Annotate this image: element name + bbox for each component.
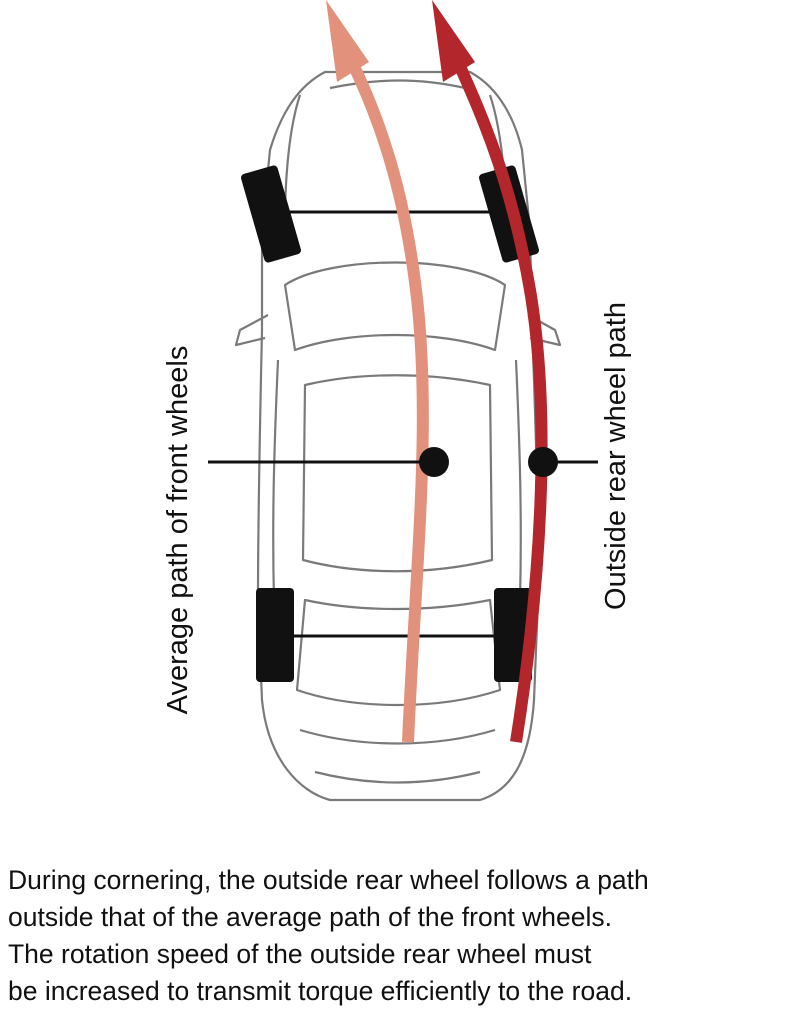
average-path-arrow	[346, 59, 429, 743]
caption-line: During cornering, the outside rear wheel…	[8, 865, 649, 895]
rear-bumper	[314, 770, 481, 784]
caption-line: The rotation speed of the outside rear w…	[8, 939, 592, 969]
outside-path-dot	[528, 447, 558, 477]
windshield	[283, 261, 507, 352]
rear-window	[295, 598, 502, 707]
hood-inner	[329, 79, 466, 90]
caption-line: be increased to transmit torque efficien…	[8, 976, 633, 1006]
caption-line: outside that of the average path of the …	[8, 902, 613, 932]
average-path-dot	[419, 447, 449, 477]
outside-path-label: Outside rear wheel path	[600, 302, 632, 610]
car-cornering-diagram: Average path of front wheels Outside rea…	[162, 0, 632, 802]
rear-left-wheel	[256, 588, 294, 682]
side-line-right	[514, 359, 522, 601]
average-path-label: Average path of front wheels	[162, 346, 194, 715]
front-left-wheel	[241, 165, 301, 263]
caption: During cornering, the outside rear wheel…	[8, 862, 798, 1010]
hood-line-left	[283, 94, 302, 211]
mirror-left	[234, 314, 269, 347]
roof	[301, 374, 494, 573]
trunk-line	[299, 728, 496, 745]
outside-path-arrowhead	[432, 0, 475, 82]
outside-path-arrow	[452, 59, 548, 743]
mirror-right	[527, 314, 562, 347]
average-path-arrowhead	[326, 0, 369, 82]
side-line-left	[272, 359, 280, 601]
